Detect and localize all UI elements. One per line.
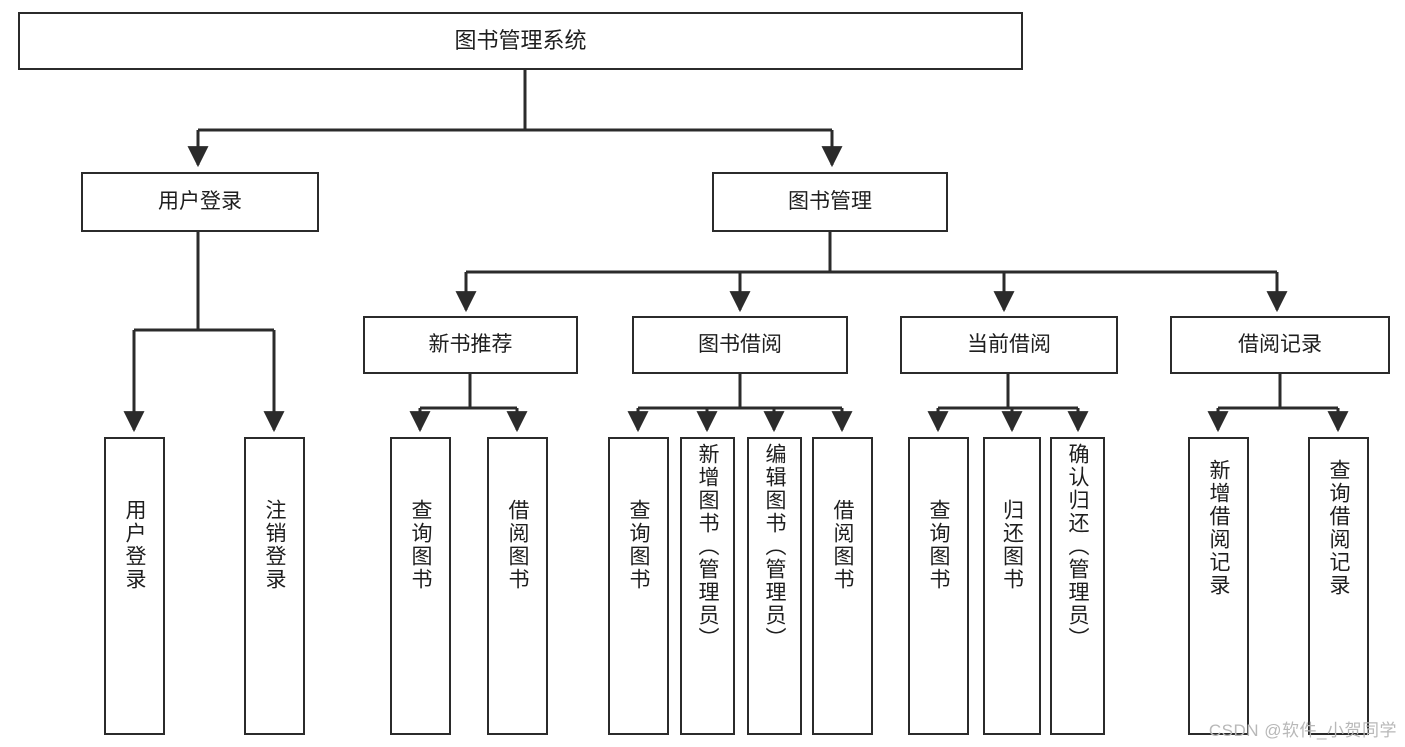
csdn-watermark: CSDN @软件_小贺同学 [1208,721,1397,740]
node-new-book-recommend-label: 新书推荐 [428,332,513,356]
node-leaf-query-book-1-label: 查询图书 [409,499,432,591]
node-leaf-edit-book[interactable]: 编辑图书（管理员） [747,437,802,735]
node-leaf-add-book[interactable]: 新增图书（管理员） [680,437,735,735]
node-book-manage[interactable]: 图书管理 [712,172,948,232]
node-leaf-query-record-label: 查询借阅记录 [1327,459,1350,597]
node-leaf-user-login-label: 用户登录 [123,499,146,591]
node-leaf-query-book-2[interactable]: 查询图书 [608,437,669,735]
node-leaf-query-book-1[interactable]: 查询图书 [390,437,451,735]
node-leaf-add-record[interactable]: 新增借阅记录 [1188,437,1249,735]
node-leaf-query-record[interactable]: 查询借阅记录 [1308,437,1369,735]
node-user-login[interactable]: 用户登录 [81,172,319,232]
node-leaf-user-login[interactable]: 用户登录 [104,437,165,735]
node-leaf-query-book-3-label: 查询图书 [927,499,950,591]
node-book-borrow-label: 图书借阅 [698,332,782,356]
node-leaf-borrow-book-1-label: 借阅图书 [506,499,529,591]
node-borrow-record-label: 借阅记录 [1238,332,1322,356]
node-leaf-confirm-return-label: 确认归还（管理员） [1066,443,1089,650]
node-leaf-add-record-label: 新增借阅记录 [1207,459,1230,597]
node-leaf-borrow-book-2-label: 借阅图书 [831,499,854,591]
node-book-manage-label: 图书管理 [788,189,872,213]
node-leaf-borrow-book-1[interactable]: 借阅图书 [487,437,548,735]
node-leaf-query-book-2-label: 查询图书 [627,499,650,591]
node-root-label: 图书管理系统 [454,28,587,54]
node-current-borrow[interactable]: 当前借阅 [900,316,1118,374]
node-leaf-confirm-return[interactable]: 确认归还（管理员） [1050,437,1105,735]
node-leaf-user-logout-label: 注销登录 [263,499,286,591]
node-borrow-record[interactable]: 借阅记录 [1170,316,1390,374]
node-leaf-return-book-label: 归还图书 [1000,499,1024,591]
node-leaf-user-logout[interactable]: 注销登录 [244,437,305,735]
node-leaf-query-book-3[interactable]: 查询图书 [908,437,969,735]
node-leaf-edit-book-label: 编辑图书（管理员） [763,443,786,650]
node-leaf-add-book-label: 新增图书（管理员） [696,443,719,650]
node-leaf-borrow-book-2[interactable]: 借阅图书 [812,437,873,735]
node-new-book-recommend[interactable]: 新书推荐 [363,316,578,374]
node-book-borrow[interactable]: 图书借阅 [632,316,848,374]
node-current-borrow-label: 当前借阅 [967,332,1051,356]
node-root[interactable]: 图书管理系统 [18,12,1023,70]
node-leaf-return-book[interactable]: 归还图书 [983,437,1041,735]
node-user-login-label: 用户登录 [158,189,242,213]
